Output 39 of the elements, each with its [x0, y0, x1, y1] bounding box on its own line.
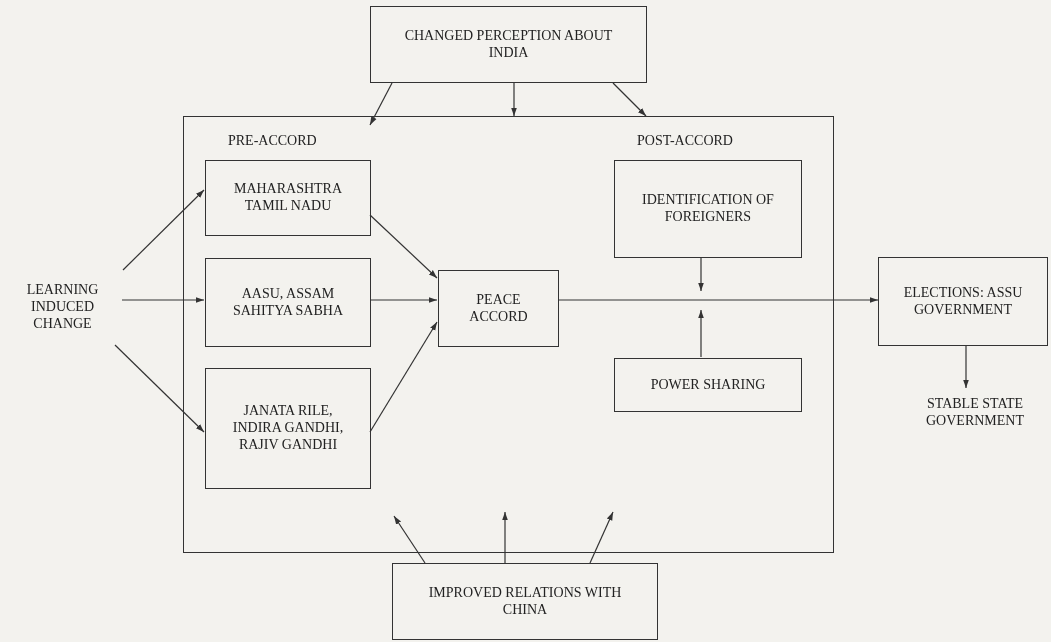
arrow: [122, 189, 205, 271]
box-label: IDENTIFICATION OF FOREIGNERS: [641, 192, 775, 226]
arrow: [502, 511, 508, 564]
arrow: [369, 82, 393, 126]
process-box: [392, 563, 658, 640]
arrow: [393, 515, 426, 564]
process-box: [205, 258, 371, 347]
arrow: [121, 297, 205, 303]
box-label: CHANGED PERCEPTION ABOUT INDIA: [403, 27, 614, 62]
box-label: AASU, ASSAM SAHITYA SABHA: [231, 285, 345, 320]
arrow: [698, 309, 704, 358]
section-heading: PRE-ACCORD: [228, 133, 317, 150]
process-box: [614, 358, 802, 412]
box-label: ELECTIONS: ASSU GOVERNMENT: [902, 284, 1024, 319]
process-box: [878, 257, 1048, 346]
box-label: PEACE ACCORD: [468, 291, 529, 326]
arrow: [114, 344, 205, 433]
arrow: [698, 256, 704, 292]
process-box: [438, 270, 559, 347]
process-box: [614, 160, 802, 258]
process-box: [205, 160, 371, 236]
box-label: JANATA RILE, INDIRA GANDHI, RAJIV GANDHI: [231, 403, 345, 454]
arrow: [369, 214, 438, 279]
arrow: [511, 82, 517, 117]
box-label: POWER SHARING: [649, 376, 767, 394]
arrow: [557, 297, 879, 303]
box-label: IMPROVED RELATIONS WITH CHINA: [427, 584, 623, 619]
section-heading: POST-ACCORD: [637, 133, 733, 150]
process-box: [370, 6, 647, 83]
node-label: STABLE STATE GOVERNMENT: [925, 396, 1025, 430]
arrow: [589, 511, 614, 564]
process-box: [205, 368, 371, 489]
box-label: MAHARASHTRA TAMIL NADU: [232, 181, 344, 215]
node-label: LEARNING INDUCED CHANGE: [25, 282, 100, 333]
stage-frame: [183, 116, 834, 553]
arrow: [369, 297, 438, 303]
arrow: [612, 82, 647, 117]
arrow: [963, 345, 969, 389]
arrow: [369, 321, 438, 433]
